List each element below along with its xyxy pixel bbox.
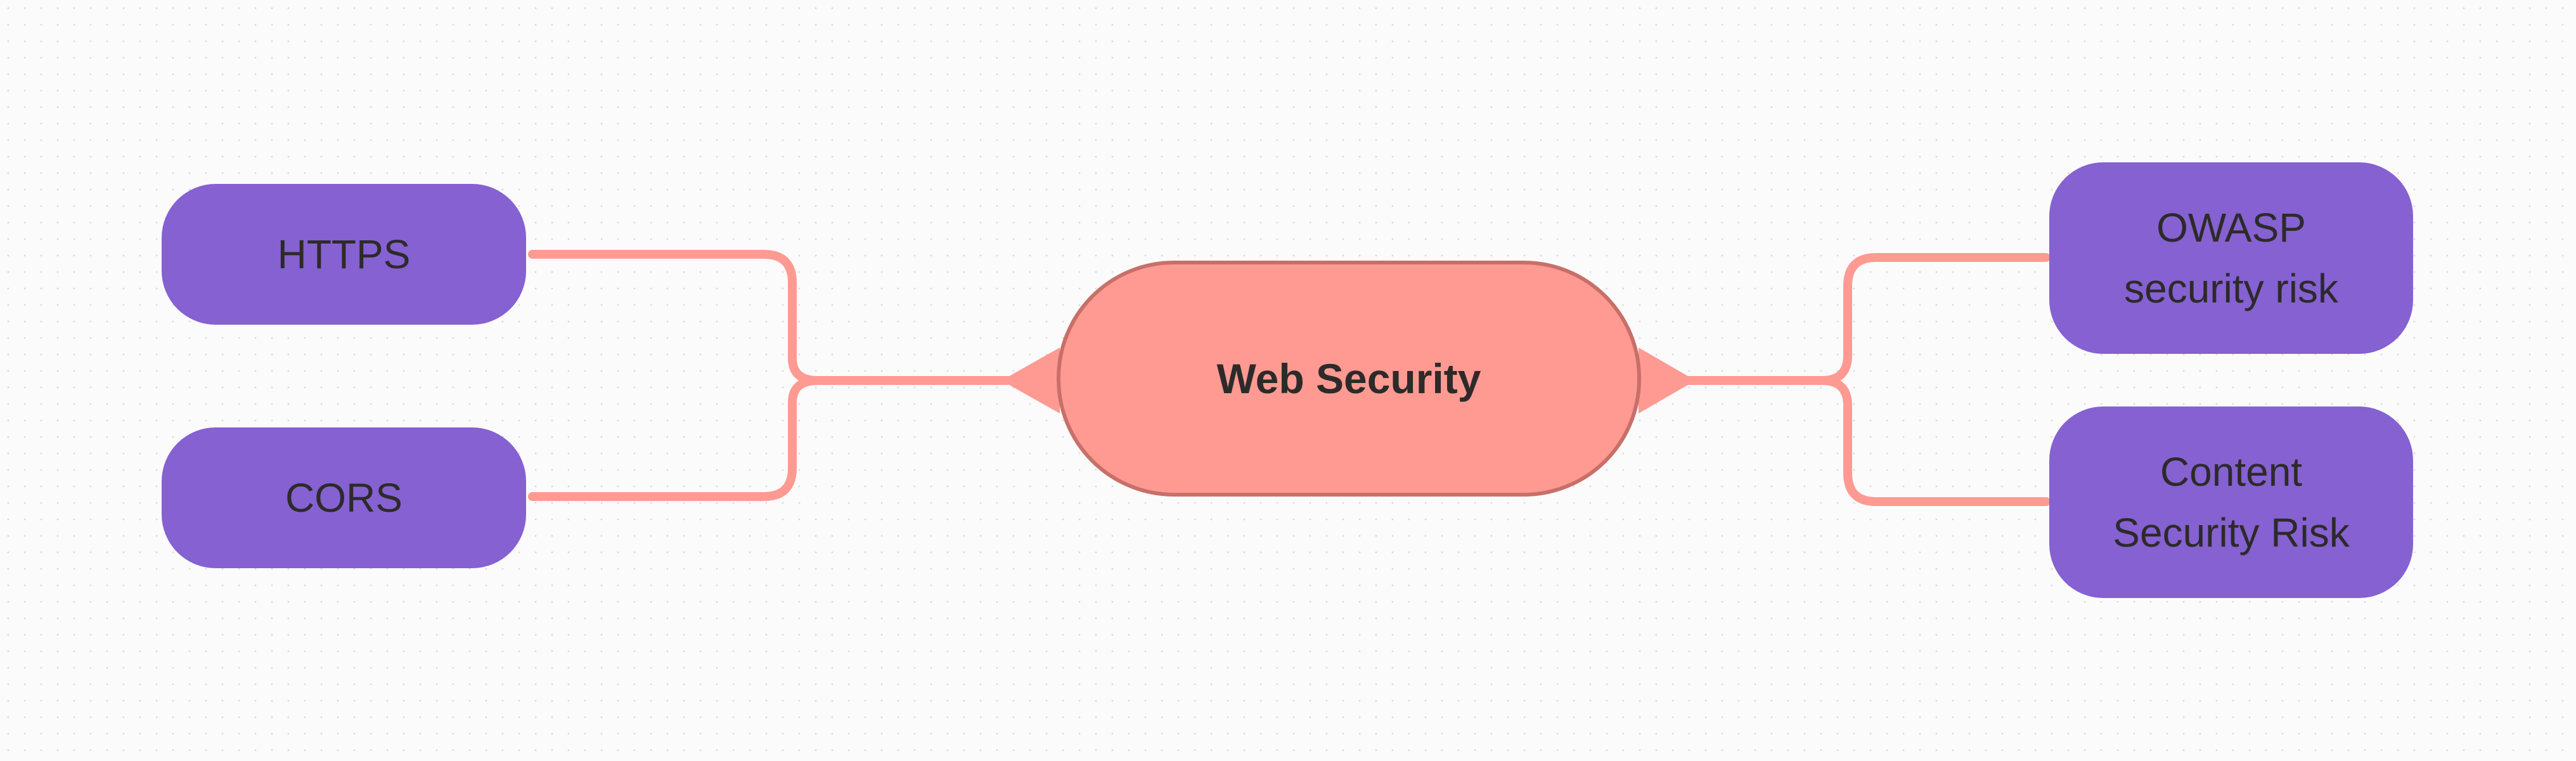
node-cors-label: CORS (285, 475, 402, 521)
node-content-security-risk[interactable]: Content Security Risk (2049, 407, 2413, 598)
node-web-security[interactable]: Web Security (1057, 261, 1641, 497)
connector-right-owasp (1685, 253, 2051, 385)
node-cors[interactable]: CORS (162, 427, 526, 568)
node-owasp-security-risk[interactable]: OWASP security risk (2049, 162, 2413, 354)
connector-left-arrow (1001, 348, 1060, 413)
node-https-label: HTTPS (277, 231, 411, 277)
node-owasp-security-risk-label: OWASP security risk (2124, 205, 2338, 311)
node-web-security-label: Web Security (1216, 355, 1481, 402)
node-https[interactable]: HTTPS (162, 184, 526, 325)
node-content-security-risk-label: Content Security Risk (2113, 449, 2350, 556)
connector-left-cors (528, 376, 1012, 501)
connector-right-content (1685, 376, 2051, 506)
connector-left-https (528, 250, 1012, 385)
connector-right-arrow (1639, 348, 1696, 413)
